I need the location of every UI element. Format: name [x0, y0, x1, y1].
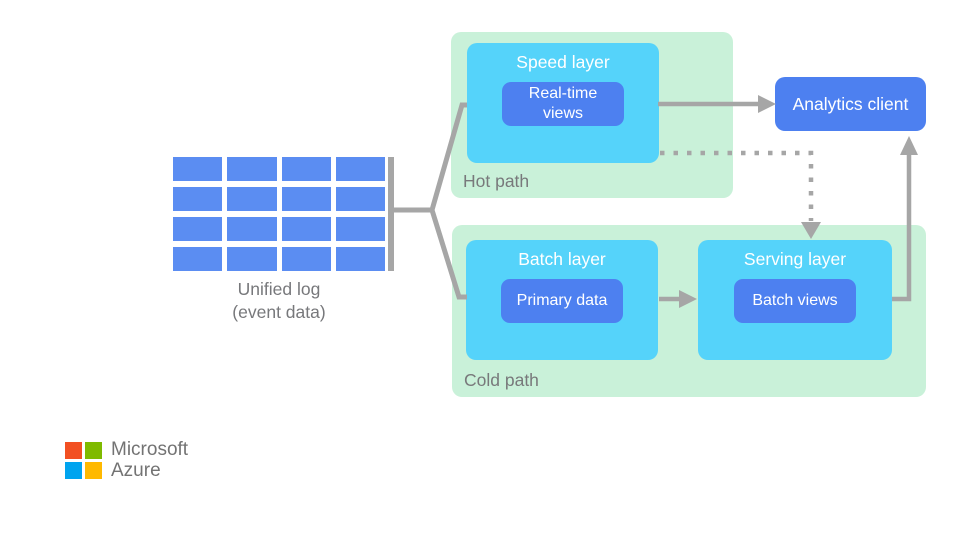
- log-cell: [227, 217, 277, 241]
- ms-square-green: [85, 442, 102, 459]
- unified-log-label-line2: (event data): [232, 302, 326, 322]
- microsoft-azure-logo: Microsoft Azure: [65, 439, 189, 481]
- ms-square-blue: [65, 462, 82, 479]
- logo-text-microsoft: Microsoft: [111, 439, 189, 460]
- log-cell: [173, 187, 223, 211]
- unified-log-grid: [173, 157, 385, 271]
- primary-data-label: Primary data: [516, 292, 608, 309]
- log-cell: [335, 187, 385, 211]
- log-cell: [281, 247, 331, 271]
- real-time-views-node: Real-time views: [502, 82, 624, 126]
- log-cell: [335, 157, 385, 181]
- log-cell: [173, 247, 223, 271]
- batch-layer-box: Batch layer Primary data: [466, 240, 658, 360]
- log-cell: [173, 217, 223, 241]
- ms-square-red: [65, 442, 82, 459]
- log-cell: [335, 247, 385, 271]
- speed-layer-title: Speed layer: [516, 52, 610, 72]
- log-cell: [227, 247, 277, 271]
- unified-log-end-bar: [388, 157, 394, 271]
- unified-log-label-line1: Unified log: [237, 279, 321, 299]
- primary-data-node: Primary data: [501, 279, 623, 323]
- speed-to-analytics-arrowhead: [758, 95, 776, 113]
- log-cell: [335, 217, 385, 241]
- hot-path-group: Speed layer Real-time views Hot path: [451, 32, 733, 198]
- analytics-client-box: Analytics client: [775, 77, 926, 131]
- serving-to-analytics-arrowhead: [900, 136, 918, 155]
- batch-views-label: Batch views: [752, 292, 838, 309]
- log-cell: [227, 187, 277, 211]
- batch-views-node: Batch views: [734, 279, 856, 323]
- log-cell: [281, 217, 331, 241]
- real-time-views-label-line1: Real-time: [528, 85, 598, 102]
- ms-square-yellow: [85, 462, 102, 479]
- batch-layer-title: Batch layer: [518, 249, 606, 269]
- analytics-client-label: Analytics client: [792, 93, 909, 114]
- hot-path-label: Hot path: [463, 171, 530, 191]
- cold-path-group: Batch layer Primary data Serving layer B…: [452, 225, 926, 397]
- microsoft-logo-icon: [65, 442, 102, 479]
- log-cell: [281, 187, 331, 211]
- log-cell: [281, 157, 331, 181]
- speed-layer-box: Speed layer Real-time views: [467, 43, 659, 163]
- log-cell: [173, 157, 223, 181]
- cold-path-label: Cold path: [464, 370, 539, 390]
- serving-layer-title: Serving layer: [743, 249, 847, 269]
- serving-layer-box: Serving layer Batch views: [698, 240, 892, 360]
- logo-text-azure: Azure: [111, 459, 161, 481]
- real-time-views-label-line2: views: [542, 105, 583, 122]
- azure-logo-text: Microsoft Azure: [111, 439, 189, 481]
- log-cell: [227, 157, 277, 181]
- unified-log-label: Unified log (event data): [173, 278, 385, 324]
